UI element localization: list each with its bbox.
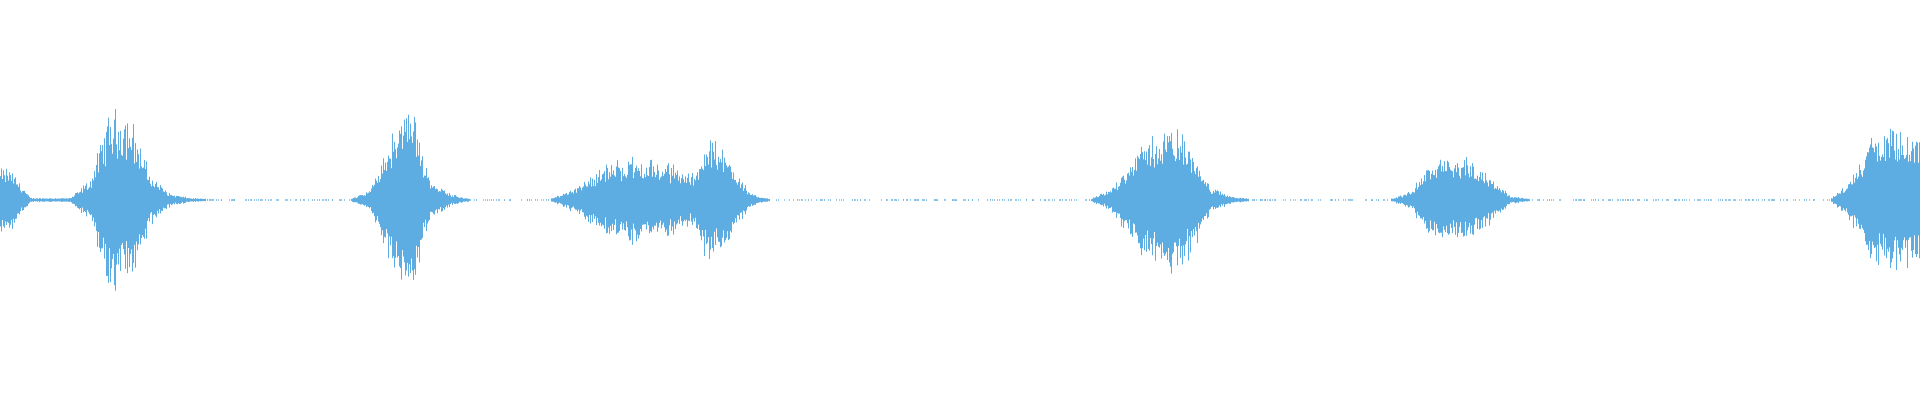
waveform-bars: [0, 108, 1920, 291]
